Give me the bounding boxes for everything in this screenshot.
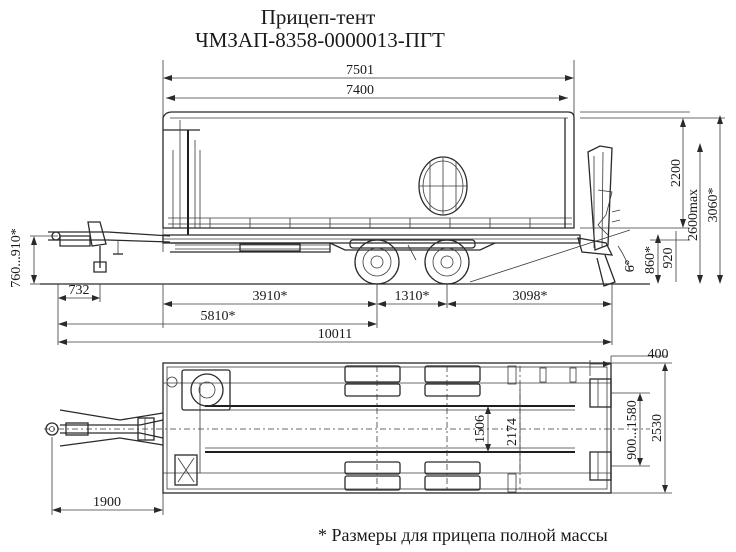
dim-drawbar-offset: 732 <box>69 283 90 298</box>
dim-rear-depth: 400 <box>648 347 669 362</box>
dim-deck-height: 860* <box>643 246 658 274</box>
dim-inner-width: 1506 <box>473 415 488 443</box>
dim-axle-spacing: 1310* <box>395 289 430 304</box>
footnote: * Размеры для прицепа полной массы <box>318 525 608 545</box>
title-line-1: Прицеп-тент <box>261 5 376 29</box>
dim-tent-height: 2200 <box>669 159 684 187</box>
dim-deck-height-2: 920 <box>661 248 676 269</box>
side-view: 7501 7400 <box>9 60 725 345</box>
dim-ramp-spacing: 900...1580 <box>625 400 640 460</box>
dim-body-length: 7400 <box>346 83 374 98</box>
dim-overall-length: 7501 <box>346 63 374 78</box>
tent-wheel-symbol <box>418 156 468 216</box>
dim-ramp-angle: 6° <box>623 260 638 273</box>
dim-overall-width: 2530 <box>650 414 665 442</box>
drawbar <box>48 221 171 273</box>
title-line-2: ЧМЗАП-8358-0000013-ПГТ <box>195 28 445 52</box>
dim-drawbar-length: 1900 <box>93 495 121 510</box>
dim-total-length: 10011 <box>318 327 352 342</box>
dim-track-width: 2174 <box>505 418 520 446</box>
dim-ramp-height: 2600max <box>686 189 701 241</box>
tent-body <box>162 111 575 235</box>
dim-front-to-axle1: 3910* <box>253 289 288 304</box>
wheel-1 <box>354 239 400 285</box>
dim-drawbar-height: 760...910* <box>9 228 24 288</box>
top-view: 400 1506 2174 900...1580 2530 1900 <box>44 347 672 515</box>
dim-hitch-to-axle1: 5810* <box>201 309 236 324</box>
top-drawbar <box>45 409 164 447</box>
dim-total-height: 3060* <box>706 188 721 223</box>
spare-wheel <box>166 369 231 411</box>
rear-ramps <box>577 145 621 287</box>
wheel-2 <box>424 239 470 285</box>
top-wheels <box>344 365 481 491</box>
top-ramps <box>589 378 612 481</box>
dim-rear-overhang: 3098* <box>513 289 548 304</box>
